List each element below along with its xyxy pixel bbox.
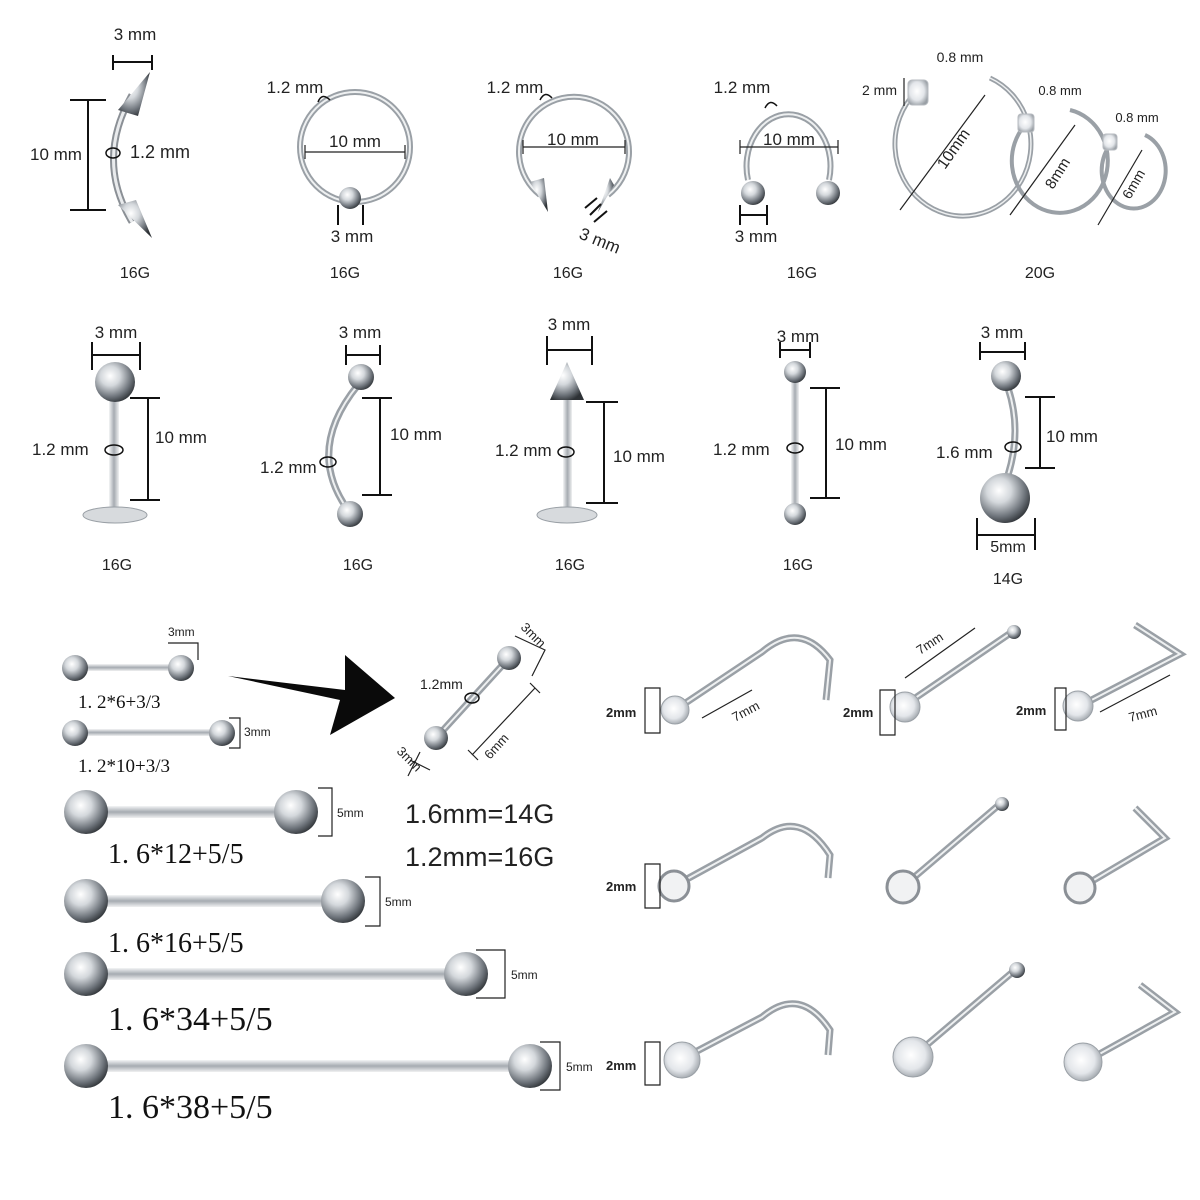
captive-ring-ball: 3 mm [331, 227, 374, 246]
horseshoe-ball-thickness: 1.2 mm [714, 78, 771, 97]
detail-barbell: 3mm 1.2mm 6mm 3mm [394, 620, 549, 777]
barbell-2-ball: 3mm [244, 725, 271, 739]
barbell-1-spec: 1. 2*6+3/3 [78, 692, 161, 713]
belly-ring-top-ball: 3 mm [981, 323, 1024, 342]
captive-bead-ring: 1.2 mm 10 mm 3 mm 16G [267, 78, 413, 282]
curved-spike-width: 3 mm [114, 25, 157, 44]
horseshoe-spike-ring: 1.2 mm 10 mm 3 mm 16G [487, 78, 632, 282]
gauge-note-16g: 1.2mm=16G [405, 842, 554, 872]
stud-b1-size: 2mm [606, 879, 636, 894]
detail-thickness: 1.2mm [420, 676, 463, 692]
hoop-wire-3: 0.8 mm [1115, 110, 1158, 125]
stud-a1-length: 7mm [729, 698, 762, 725]
hoop-wire-1: 0.8 mm [937, 49, 984, 65]
straight-barbell-length: 10 mm [835, 435, 887, 454]
barbell-4-ball: 5mm [385, 895, 412, 909]
curved-spike-thickness: 1.2 mm [130, 142, 190, 162]
straight-barbell-gauge: 16G [783, 557, 813, 574]
straight-barbell-thickness: 1.2 mm [713, 440, 770, 459]
straight-barbell: 3 mm 1.2 mm 10 mm 16G [713, 327, 887, 574]
eyebrow-length: 10 mm [390, 425, 442, 444]
horseshoe-spike-thickness: 1.2 mm [487, 78, 544, 97]
barbell-4-spec: 1. 6*16+5/5 [108, 928, 244, 959]
horseshoe-ball-ring: 1.2 mm 10 mm 3 mm 16G [714, 78, 840, 282]
nose-hoop-set: 0.8 mm 0.8 mm 0.8 mm 2 mm 10mm 8mm 6mm 2… [862, 49, 1168, 282]
stud-a3-size: 2mm [1016, 703, 1046, 718]
detail-top-ball: 3mm [518, 620, 549, 651]
stud-a3-length: 7mm [1127, 703, 1159, 725]
labret-spike-length: 10 mm [613, 447, 665, 466]
belly-ring-length: 10 mm [1046, 427, 1098, 446]
labret-ball-thickness: 1.2 mm [32, 440, 89, 459]
curved-eyebrow-barbell: 3 mm 1.2 mm 10 mm 16G [260, 323, 442, 574]
captive-ring-gauge: 16G [330, 265, 360, 282]
labret-ball-gauge: 16G [102, 557, 132, 574]
hoop-size-8: 8mm [1042, 155, 1074, 192]
stud-c1-size: 2mm [606, 1058, 636, 1073]
belly-ring: 3 mm 1.6 mm 10 mm 5mm 14G [936, 323, 1098, 588]
labret-spike-size: 3 mm [548, 315, 591, 334]
eyebrow-ball-size: 3 mm [339, 323, 382, 342]
barbell-3-ball: 5mm [337, 806, 364, 820]
belly-ring-thickness: 1.6 mm [936, 443, 993, 462]
labret-spike: 3 mm 1.2 mm 10 mm 16G [495, 315, 665, 574]
labret-ball-size: 3 mm [95, 323, 138, 342]
hoop-wire-2: 0.8 mm [1038, 83, 1081, 98]
straight-barbell-ball: 3 mm [777, 327, 820, 346]
horseshoe-spike-diameter: 10 mm [547, 130, 599, 149]
eyebrow-gauge: 16G [343, 557, 373, 574]
labret-spike-thickness: 1.2 mm [495, 441, 552, 460]
barbell-3-spec: 1. 6*12+5/5 [108, 839, 244, 870]
nose-stud-grid: 2mm 7mm 2mm 7mm 2mm 7mm 2mm [606, 622, 1187, 1086]
arrow-shape [228, 655, 395, 735]
detail-length: 6mm [481, 731, 511, 763]
nose-hoop-gauge: 20G [1025, 265, 1055, 282]
barbell-2-spec: 1. 2*10+3/3 [78, 756, 170, 777]
hoop-size-6: 6mm [1119, 167, 1148, 202]
curved-spike-gauge: 16G [120, 265, 150, 282]
barbell-6-spec: 1. 6*38+5/5 [108, 1089, 273, 1126]
horseshoe-ball-size: 3 mm [735, 227, 778, 246]
labret-ball-length: 10 mm [155, 428, 207, 447]
eyebrow-thickness: 1.2 mm [260, 458, 317, 477]
barbell-1-ball: 3mm [168, 625, 195, 639]
barbell-size-list: 3mm 1. 2*6+3/3 3mm 1. 2*10+3/3 5mm 1. 6*… [62, 625, 593, 1126]
labret-ball: 3 mm 1.2 mm 10 mm 16G [32, 323, 207, 574]
hoop-top-size: 2 mm [862, 82, 897, 98]
gauge-note-14g: 1.6mm=14G [405, 799, 554, 829]
stud-a2-length: 7mm [913, 629, 945, 657]
horseshoe-spike-size: 3 mm [577, 224, 624, 258]
curved-spike-barbell: 3 mm 10 mm 1.2 mm 16G [30, 25, 190, 282]
barbell-6-ball: 5mm [566, 1060, 593, 1074]
horseshoe-ball-diameter: 10 mm [763, 130, 815, 149]
horseshoe-spike-gauge: 16G [553, 265, 583, 282]
curved-spike-height: 10 mm [30, 145, 82, 164]
captive-ring-thickness: 1.2 mm [267, 78, 324, 97]
barbell-5-spec: 1. 6*34+5/5 [108, 1001, 273, 1038]
labret-spike-gauge: 16G [555, 557, 585, 574]
hoop-size-10: 10mm [934, 126, 973, 172]
belly-ring-gauge: 14G [993, 571, 1023, 588]
barbell-5-ball: 5mm [511, 968, 538, 982]
horseshoe-ball-gauge: 16G [787, 265, 817, 282]
captive-ring-diameter: 10 mm [329, 132, 381, 151]
detail-bottom-ball: 3mm [394, 744, 425, 775]
belly-ring-bottom-ball: 5mm [990, 539, 1026, 556]
stud-a1-size: 2mm [606, 705, 636, 720]
stud-a2-size: 2mm [843, 705, 873, 720]
